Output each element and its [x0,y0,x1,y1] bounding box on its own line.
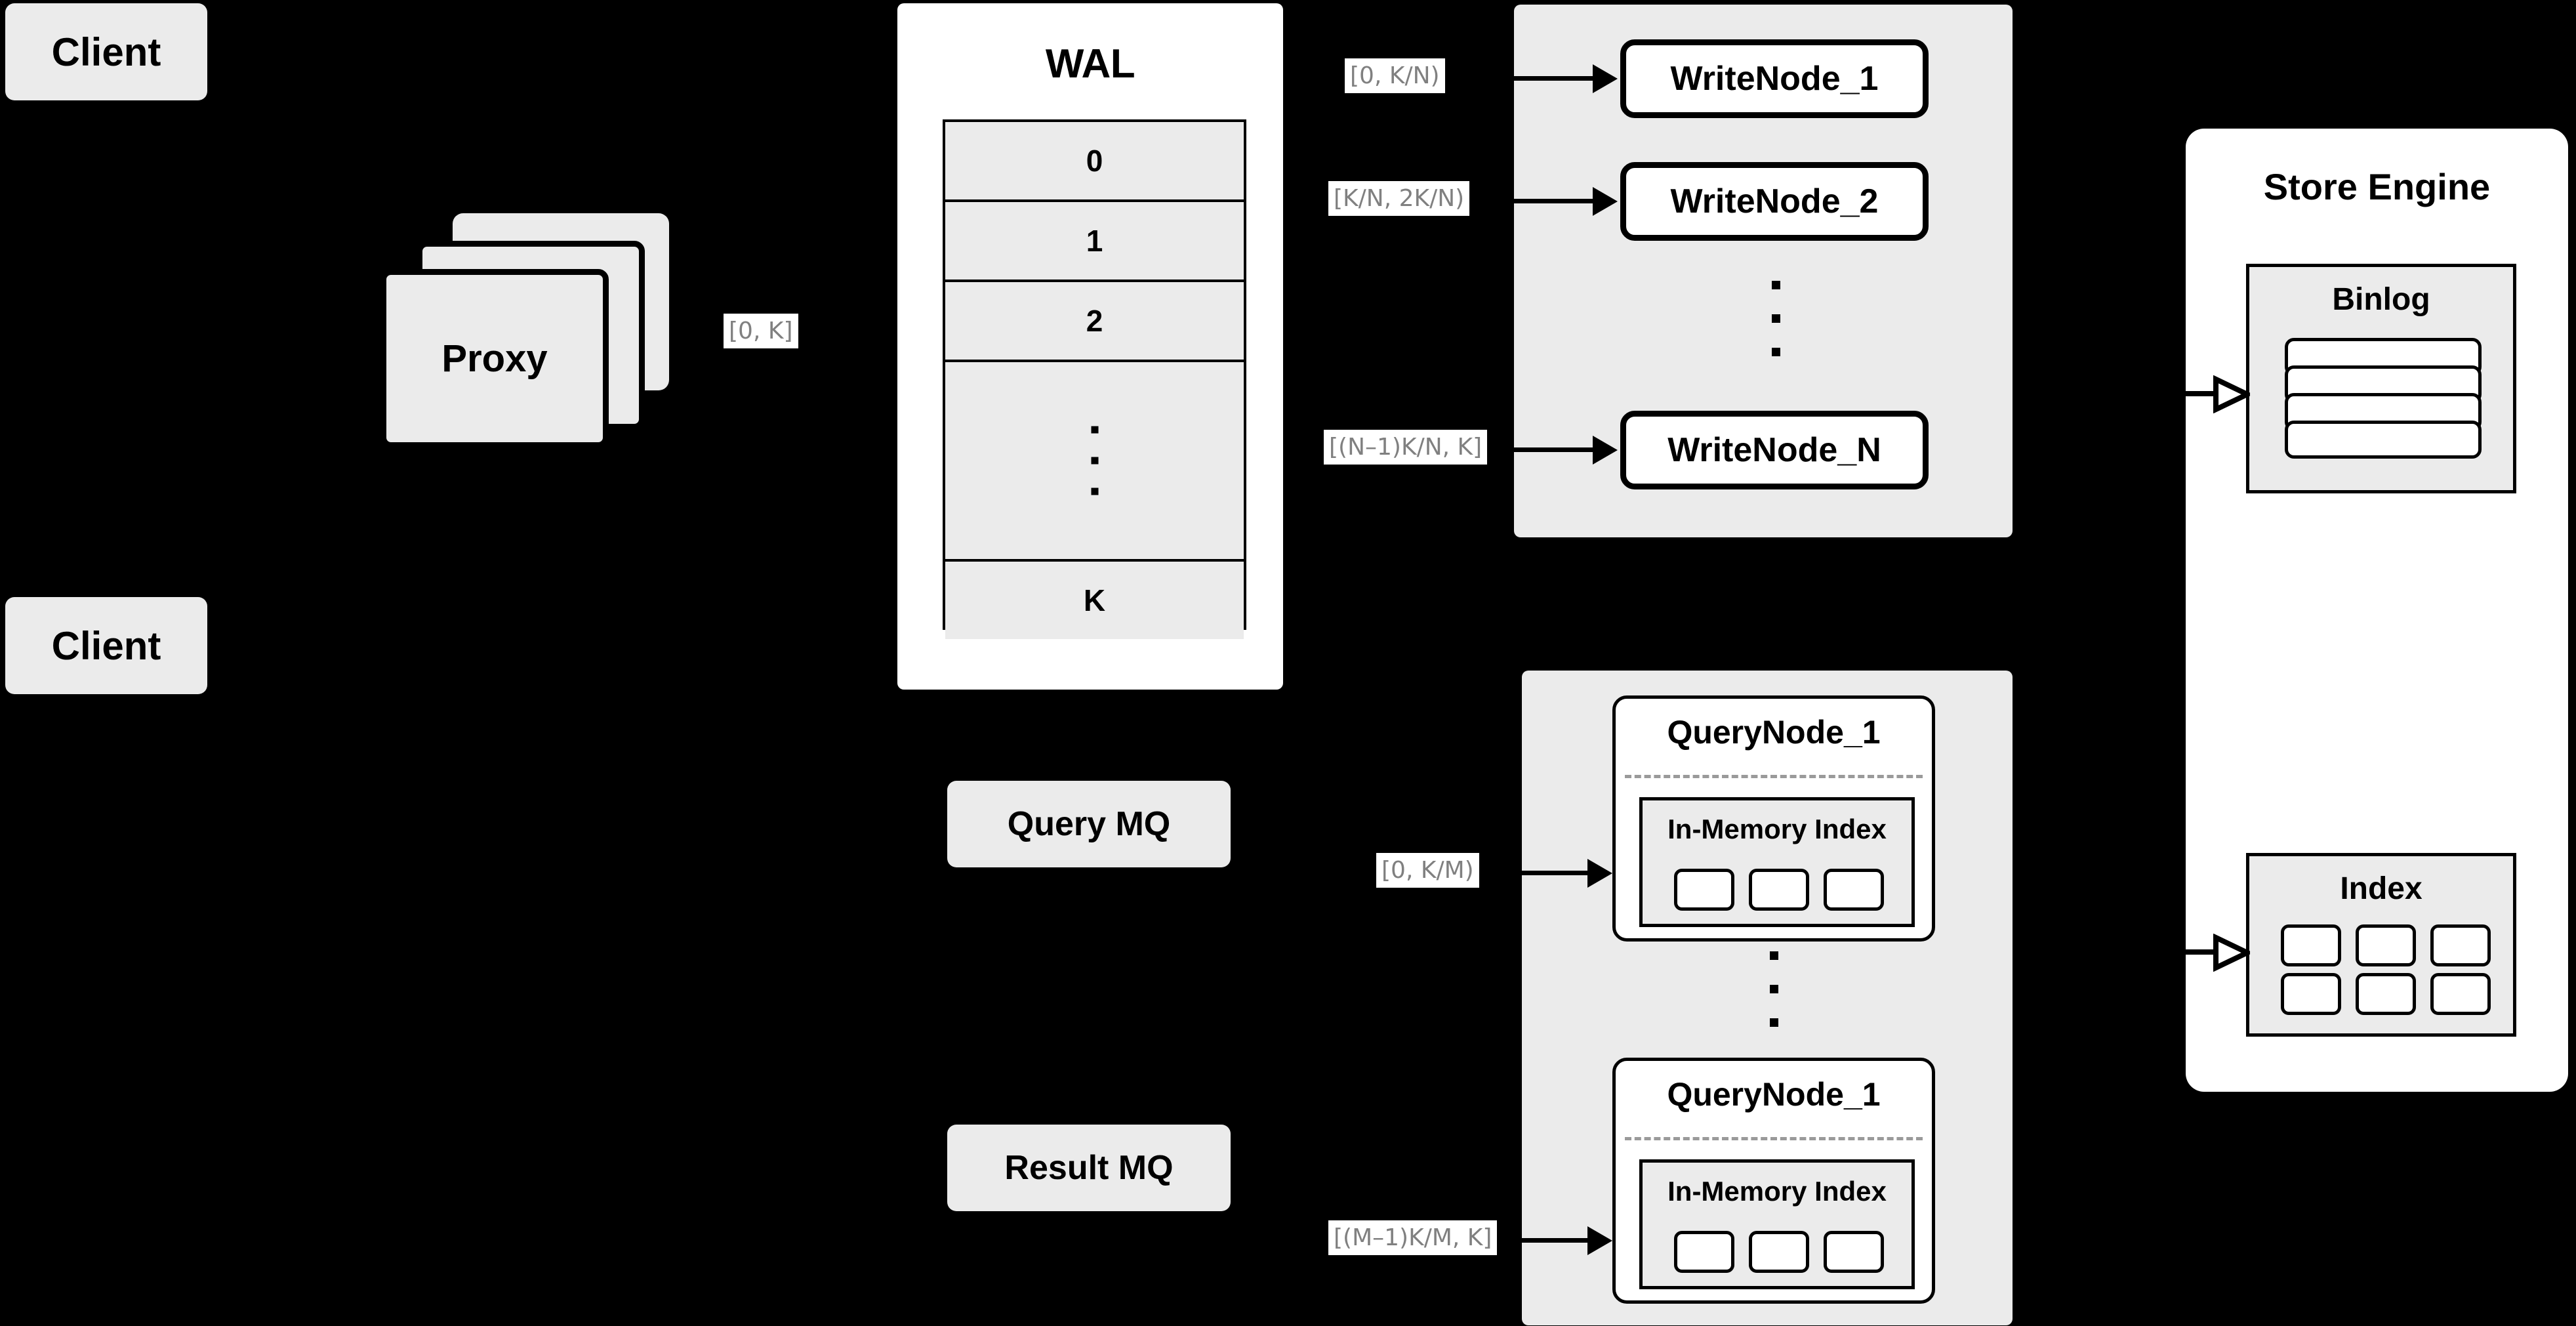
store-index-box[interactable]: Index [2246,853,2516,1037]
wal-row[interactable]: K [945,562,1244,639]
edge-label-to-query-node-1: [0, K/M) [1376,853,1479,888]
query-node-m[interactable]: QueryNode_1 In-Memory Index [1612,1058,1935,1304]
index-segment-chip[interactable] [1674,1231,1734,1273]
proxy-stack[interactable]: Proxy [380,213,669,448]
arrow-shaft-to-write-node-n [1514,447,1594,452]
arrow-head-to-binlog-icon [2213,375,2250,413]
arrow-head-to-query-node-1 [1587,859,1612,888]
client-label-1: Client [51,30,161,74]
store-index-chip[interactable] [2356,924,2416,966]
store-engine-title: Store Engine [2263,166,2491,207]
vertical-ellipsis-icon [1091,426,1098,495]
store-index-chip[interactable] [2356,973,2416,1015]
binlog-strip[interactable] [2285,421,2482,459]
client-label-2: Client [51,623,161,668]
arrow-shaft-to-write-node-1 [1514,76,1594,81]
result-mq-box[interactable]: Result MQ [947,1125,1231,1211]
wal-row-table: 0 1 2 K [943,119,1246,639]
query-node-m-in-memory-index[interactable]: In-Memory Index [1639,1159,1915,1289]
arrow-shaft-to-binlog [2186,391,2216,396]
edge-label-to-write-node-n: [(N–1)K/N, K] [1324,430,1488,465]
write-node-2-label: WriteNode_2 [1670,182,1879,220]
write-node-1[interactable]: WriteNode_1 [1620,39,1929,118]
edge-label-to-query-node-m: [(M–1)K/M, K] [1328,1220,1498,1256]
write-node-n-label: WriteNode_N [1667,431,1881,469]
query-node-1[interactable]: QueryNode_1 In-Memory Index [1612,695,1935,942]
edge-label-proxy-to-wal: [0, K] [724,314,798,349]
arrow-head-to-write-node-2 [1593,187,1618,216]
store-index-chip[interactable] [2281,924,2341,966]
query-node-1-in-memory-index[interactable]: In-Memory Index [1639,797,1915,927]
query-node-1-divider [1625,775,1923,778]
wal-title: WAL [1045,41,1135,87]
query-node-m-label: QueryNode_1 [1667,1076,1881,1113]
binlog-title: Binlog [2332,282,2430,317]
wal-row[interactable]: 2 [945,282,1244,362]
index-segment-chip[interactable] [1824,869,1884,911]
store-index-chip[interactable] [2430,924,2491,966]
client-box-2[interactable]: Client [5,597,207,694]
query-mq-box[interactable]: Query MQ [947,781,1231,867]
result-mq-label: Result MQ [1004,1149,1174,1187]
arrow-shaft-to-write-node-2 [1514,199,1594,203]
query-cluster-ellipsis-icon [1769,951,1778,1027]
arrow-head-to-write-node-n [1593,436,1618,465]
store-index-chip[interactable] [2430,973,2491,1015]
proxy-card-front[interactable]: Proxy [380,269,609,448]
index-segment-chip[interactable] [1824,1231,1884,1273]
store-index-chip[interactable] [2281,973,2341,1015]
wal-row[interactable]: 1 [945,202,1244,282]
arrow-shaft-to-query-node-1 [1509,871,1589,875]
wal-row[interactable]: 0 [945,122,1244,202]
query-node-1-label: QueryNode_1 [1667,714,1881,751]
index-segment-chip[interactable] [1674,869,1734,911]
arrow-head-to-query-node-m [1587,1226,1612,1255]
query-node-m-divider [1625,1137,1923,1140]
binlog-box[interactable]: Binlog [2246,264,2516,493]
edge-label-to-write-node-2: [K/N, 2K/N) [1328,181,1470,217]
wal-row-ellipsis [945,362,1244,562]
arrow-head-to-store-index-icon [2213,934,2250,972]
write-cluster-ellipsis-icon [1771,281,1780,356]
proxy-label: Proxy [441,337,548,380]
index-segment-chip[interactable] [1749,869,1809,911]
query-mq-label: Query MQ [1007,805,1171,843]
arrow-shaft-to-store-index [2186,949,2216,955]
arrow-head-to-write-node-1 [1593,64,1618,93]
query-node-1-index-title: In-Memory Index [1667,814,1887,844]
arrow-shaft-to-query-node-m [1509,1238,1589,1243]
client-box-1[interactable]: Client [5,3,207,100]
edge-label-to-write-node-1: [0, K/N) [1345,58,1445,94]
write-node-2[interactable]: WriteNode_2 [1620,162,1929,241]
query-node-m-index-title: In-Memory Index [1667,1176,1887,1207]
write-node-n[interactable]: WriteNode_N [1620,411,1929,489]
store-index-title: Index [2340,871,2423,906]
write-node-1-label: WriteNode_1 [1670,60,1879,98]
index-segment-chip[interactable] [1749,1231,1809,1273]
